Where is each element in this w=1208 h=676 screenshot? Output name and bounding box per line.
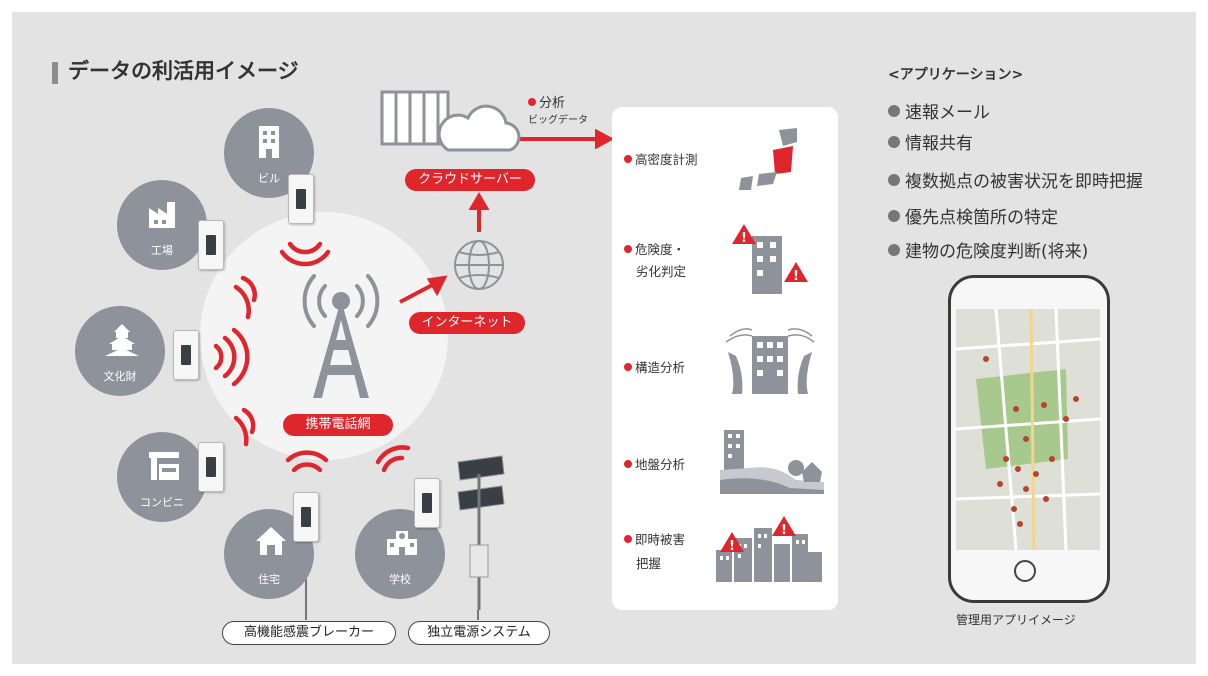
house-icon — [256, 527, 286, 555]
node-store: コンビニ — [117, 432, 207, 522]
signal-arc-house — [291, 462, 323, 473]
results-panel — [612, 107, 838, 610]
bullet-icon — [888, 244, 900, 256]
signal-arc-castle — [222, 335, 237, 379]
breaker-device — [288, 174, 314, 224]
convenience-store-icon — [149, 452, 179, 480]
signal-arc-building — [287, 241, 323, 255]
breaker-device — [414, 478, 440, 528]
bullet-icon — [624, 460, 632, 468]
solar-panel-icon — [457, 455, 505, 610]
node-label: 文化財 — [103, 370, 137, 383]
breaker-label: 高機能感震ブレーカー — [222, 621, 396, 645]
cell-tower-icon — [313, 292, 369, 398]
warning-icon — [784, 262, 808, 282]
node-factory: 工場 — [117, 180, 207, 270]
app-item: 速報メール — [888, 98, 990, 123]
globe-icon — [454, 240, 504, 290]
internet-badge: インターネット — [409, 312, 525, 334]
signal-arc-school — [375, 445, 411, 465]
result-immediate-line2: 把握 — [636, 556, 662, 571]
ground-analysis-icon — [720, 430, 824, 494]
signal-arc-school — [381, 455, 405, 473]
server-icon — [380, 90, 450, 146]
app-item: 複数拠点の被害状況を即時把握 — [888, 167, 1143, 192]
japan-map-icon — [739, 128, 797, 190]
power-system-label: 独立電源システム — [408, 621, 550, 645]
signal-arc-store — [241, 407, 256, 435]
svg-text:!: ! — [741, 231, 747, 246]
result-structure: 構造分析 — [624, 358, 685, 378]
warning-icon — [720, 532, 744, 552]
signal-arc-house — [285, 450, 329, 463]
result-ground: 地盤分析 — [624, 455, 685, 475]
tower-waves-icon — [302, 274, 380, 328]
bullet-icon — [888, 105, 900, 117]
building-warning-icon: ! ! — [732, 224, 808, 294]
cloud-icon — [437, 104, 521, 152]
bullet-icon — [888, 174, 900, 186]
signal-arc-store — [233, 415, 249, 447]
home-button — [1014, 560, 1036, 582]
signal-arc-factory — [233, 284, 251, 320]
breaker-device — [173, 330, 199, 380]
app-item: 優先点検箇所の特定 — [888, 203, 1058, 228]
result-dense-measurement: 高密度計測 — [624, 150, 698, 170]
castle-icon — [105, 324, 139, 356]
map-image — [956, 309, 1100, 550]
node-building: ビル — [224, 108, 314, 198]
signal-arcs — [213, 241, 411, 473]
city-damage-icon: ! ! — [716, 516, 822, 582]
bullet-icon — [624, 363, 632, 371]
building-icon — [259, 126, 279, 158]
map-pin-icons — [983, 356, 1079, 527]
cellular-network-badge: 携帯電話網 — [283, 414, 393, 436]
breaker-device — [293, 492, 319, 542]
result-immediate-line1: 即時被害 — [624, 530, 685, 550]
factory-icon — [149, 202, 175, 228]
result-risk-line2: 劣化判定 — [636, 264, 687, 279]
signal-arc-castle — [213, 343, 224, 371]
page-title: データの利活用イメージ — [68, 59, 299, 83]
svg-text:!: ! — [793, 269, 799, 284]
cloud-server-badge: クラウドサーバー — [405, 169, 535, 191]
node-label: ビル — [258, 172, 280, 185]
warning-icon — [772, 516, 796, 536]
node-label: 住宅 — [258, 573, 280, 586]
app-item: 建物の危険度判断(将来) — [888, 237, 1088, 262]
applications-heading: <アプリケーション> — [888, 67, 1024, 83]
map-screen — [956, 309, 1100, 550]
school-icon — [387, 531, 417, 555]
bigdata-label: ビッグデータ — [528, 115, 588, 126]
bullet-icon — [624, 535, 632, 543]
breaker-device — [198, 220, 224, 270]
signal-arc-building — [279, 249, 331, 267]
svg-text:!: ! — [729, 539, 735, 554]
bullet-icon — [624, 155, 632, 163]
node-label: 学校 — [389, 573, 411, 586]
phone-caption: 管理用アプリイメージ — [956, 613, 1076, 627]
bullet-icon — [888, 136, 900, 148]
bullet-icon — [528, 98, 536, 106]
breaker-device — [198, 442, 224, 492]
bullet-icon — [624, 245, 632, 253]
node-castle: 文化財 — [75, 306, 165, 396]
app-item: 情報共有 — [888, 129, 973, 154]
title-accent-bar — [52, 62, 58, 84]
result-risk-line1: 危険度・ — [624, 240, 685, 260]
flow-arrows — [399, 128, 615, 304]
node-label: コンビニ — [140, 496, 184, 509]
svg-text:!: ! — [781, 523, 787, 538]
signal-arc-factory — [240, 275, 257, 303]
signal-arc-castle — [231, 327, 250, 387]
warning-icon — [732, 224, 756, 244]
node-label: 工場 — [151, 244, 173, 257]
analysis-label: 分析 — [528, 92, 565, 111]
bullet-icon — [888, 210, 900, 222]
structure-analysis-icon — [725, 328, 815, 394]
